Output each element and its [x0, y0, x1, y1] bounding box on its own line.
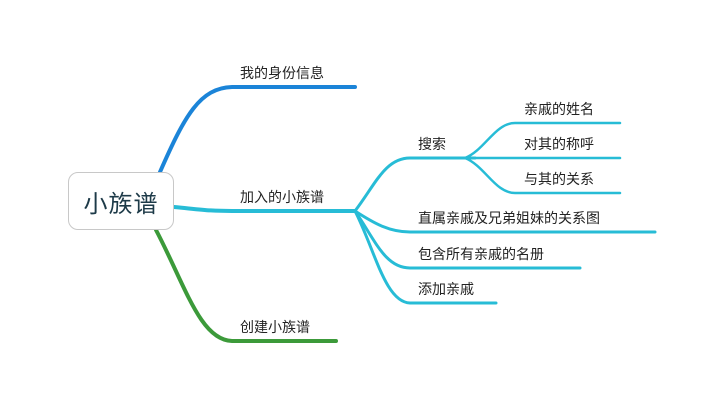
root-node[interactable]: 小族谱: [68, 172, 174, 230]
branch-connector-create: [154, 228, 338, 343]
branch-connector-identity: [158, 85, 357, 174]
node-joined-genealogy[interactable]: 加入的小族谱: [240, 190, 324, 206]
node-search[interactable]: 搜索: [418, 137, 446, 153]
node-form-of-address[interactable]: 对其的称呼: [524, 137, 594, 153]
node-create-genealogy[interactable]: 创建小族谱: [240, 320, 310, 336]
root-node-label: 小族谱: [83, 189, 159, 218]
branch-connector-search: [353, 156, 477, 213]
node-relationship[interactable]: 与其的关系: [524, 172, 594, 188]
node-add-relative[interactable]: 添加亲戚: [418, 282, 474, 298]
branch-connector-name: [463, 121, 622, 160]
branch-connector-relationship: [463, 156, 622, 195]
node-relation-graph[interactable]: 直属亲戚及兄弟姐妹的关系图: [418, 211, 600, 227]
branch-connector-relation-graph: [353, 209, 657, 234]
branch-connector-roster: [353, 209, 582, 270]
node-relative-name[interactable]: 亲戚的姓名: [524, 102, 594, 118]
branch-connector-add: [353, 209, 498, 305]
branch-connector-joined: [172, 205, 357, 213]
node-my-identity[interactable]: 我的身份信息: [240, 66, 324, 82]
node-relatives-roster[interactable]: 包含所有亲戚的名册: [418, 247, 544, 263]
